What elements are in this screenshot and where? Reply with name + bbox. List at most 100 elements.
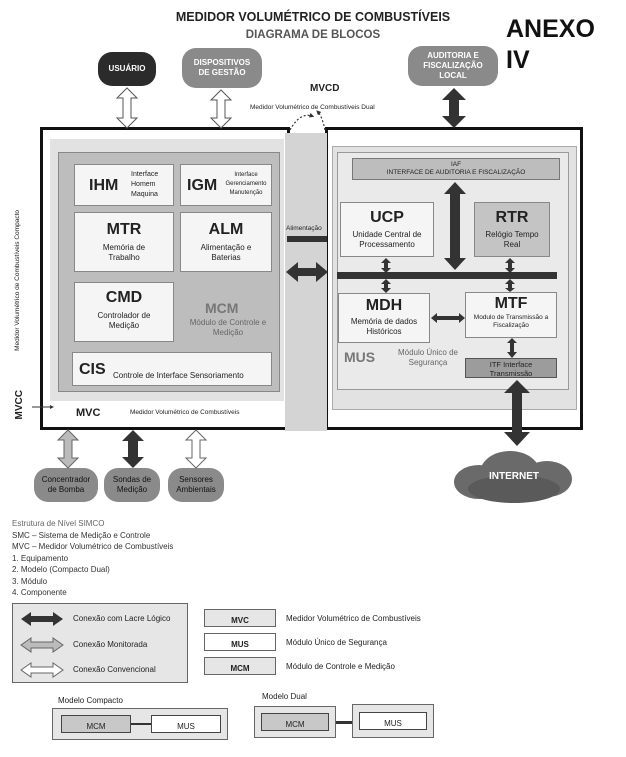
mcm-label: Módulo de Controle e Medição	[189, 318, 267, 337]
mvcd-arc-right	[316, 110, 326, 131]
mdh-desc: Memória de dados Históricos	[350, 317, 418, 336]
mcm-code: MCM	[205, 300, 239, 316]
cis-desc: Controle de Interface Sensoriamento	[113, 371, 244, 380]
legend-lacre-label: Conexão com Lacre Lógico	[73, 614, 171, 623]
mvc-label: Medidor Volumétrico de Combustíveis	[130, 409, 240, 416]
concentrador-label: Concentrador de Bomba	[41, 475, 91, 494]
iaf-code: IAF	[450, 161, 462, 168]
iaf-desc: INTERFACE DE AUDITORIA E FISCALIZAÇÃO	[386, 169, 526, 176]
ucp-bus-arrow	[381, 258, 391, 273]
auditoria-node: AUDITORIA E FISCALIZAÇÃO LOCAL	[408, 46, 498, 86]
mcm-mus-arrow	[286, 262, 328, 282]
sondas-label: Sondas de Medição	[112, 475, 152, 494]
mus-code: MUS	[344, 349, 376, 365]
annex-label: ANEXO IV	[506, 14, 595, 76]
rtr-desc: Relógio Tempo Real	[485, 230, 539, 249]
rtr-code: RTR	[495, 209, 529, 226]
internet-cloud: INTERNET	[450, 445, 578, 505]
dual-mcm-text: MCM	[285, 720, 305, 729]
auditoria-arrow	[442, 88, 466, 128]
legend-mus-code: MUS	[204, 633, 276, 651]
legend-mcm-code: MCM	[204, 657, 276, 675]
dual-mus-text: MUS	[384, 719, 402, 728]
igm-box: IGM Interface Gerenciamento Manutenção	[180, 164, 272, 206]
rtr-box: RTR Relógio Tempo Real	[474, 202, 550, 257]
mdh-box: MDH Memória de dados Históricos	[338, 293, 430, 343]
ucp-code: UCP	[370, 209, 404, 226]
mdh-mtf-arrow	[431, 313, 465, 323]
compacto-link	[131, 723, 151, 725]
annex-line2: IV	[506, 46, 530, 74]
dispositivos-label: DISPOSITIVOS DE GESTÃO	[193, 58, 251, 77]
page-subtitle: DIAGRAMA DE BLOCOS	[245, 29, 381, 41]
monitorada-arrow-icon	[20, 637, 64, 653]
structure-line: 2. Modelo (Compacto Dual)	[12, 565, 110, 574]
legend-arrow-icons	[20, 612, 64, 678]
mdh-code: MDH	[365, 297, 403, 314]
concentrador-arrow	[56, 429, 80, 469]
compacto-mcm: MCM	[61, 715, 131, 733]
mtr-desc: Memória de Trabalho	[102, 243, 146, 262]
compacto-mus: MUS	[151, 715, 221, 733]
modelo-dual-box: MCM MUS	[254, 704, 434, 740]
structure-block: Estrutura de Nível SIMCO SMC – Sistema d…	[12, 518, 173, 599]
cis-box: CIS Controle de Interface Sensoriamento	[72, 352, 272, 386]
convencional-arrow-icon	[20, 662, 64, 678]
sensores-arrow	[184, 429, 208, 469]
legend-mus-desc: Módulo Único de Segurança	[286, 638, 387, 647]
usuario-node: USUÁRIO	[98, 52, 156, 86]
bus-mtf-arrow	[505, 279, 515, 292]
modelo-compacto-title: Modelo Compacto	[58, 696, 123, 705]
mtr-code: MTR	[106, 221, 142, 238]
dual-link-band	[285, 133, 327, 431]
legend-mvc-desc: Medidor Volumétrico de Combustíveis	[286, 614, 421, 623]
alm-desc: Alimentação e Baterias	[200, 243, 252, 262]
igm-code: IGM	[187, 177, 218, 194]
structure-line: MVC – Medidor Volumétrico de Combustívei…	[12, 542, 174, 551]
mvcd-label: Medidor Volumétrico de Combustíveis Dual	[250, 104, 375, 111]
mus-bus-bar	[337, 272, 557, 279]
annex-line1: ANEXO	[506, 15, 595, 43]
alm-box: ALM Alimentação e Baterias	[180, 212, 272, 272]
cis-code: CIS	[79, 361, 106, 378]
legend-mvc-code-text: MVC	[231, 616, 249, 625]
bus-mdh-arrow	[381, 279, 391, 293]
ihm-code: IHM	[89, 177, 119, 194]
cmd-desc: Controlador de Medição	[97, 311, 151, 330]
structure-title: Estrutura de Nível SIMCO	[12, 519, 105, 528]
compacto-mus-text: MUS	[177, 722, 195, 731]
ihm-box: IHM Interface Homem Maquina	[74, 164, 174, 206]
auditoria-label: AUDITORIA E FISCALIZAÇÃO LOCAL	[423, 51, 483, 80]
legend-mvc-code: MVC	[204, 609, 276, 627]
sondas-arrow	[122, 430, 144, 468]
dispositivos-arrow	[209, 89, 233, 129]
lacre-arrow-icon	[21, 612, 63, 626]
sensores-node: Sensores Ambientais	[168, 468, 224, 502]
ucp-box: UCP Unidade Central de Processamento	[340, 202, 434, 257]
rtr-bus-arrow	[505, 258, 515, 273]
mtf-code: MTF	[494, 295, 528, 312]
itf-box: ITF Interface Transmissão	[465, 358, 557, 378]
sondas-node: Sondas de Medição	[104, 468, 160, 502]
alm-code: ALM	[208, 221, 244, 238]
dual-link	[336, 721, 352, 724]
internet-label: INTERNET	[489, 471, 539, 482]
dual-mcm-inner: MCM	[261, 713, 329, 731]
alimentacao-bar	[287, 236, 327, 242]
dual-mcm: MCM	[254, 706, 336, 738]
mvcd-code: MVCD	[310, 83, 340, 94]
dual-mus-inner: MUS	[359, 712, 427, 730]
legend-mcm-code-text: MCM	[230, 664, 250, 673]
mtf-itf-arrow	[507, 338, 517, 358]
iaf-bus-arrow	[444, 182, 466, 270]
dispositivos-node: DISPOSITIVOS DE GESTÃO	[182, 48, 262, 88]
legend-arrows-box: Conexão com Lacre Lógico Conexão Monitor…	[12, 603, 188, 683]
ucp-desc: Unidade Central de Processamento	[352, 230, 422, 249]
mtf-box: MTF Modulo de Transmissão a Fiscalização	[465, 292, 557, 338]
sensores-label: Sensores Ambientais	[176, 475, 216, 494]
page-title: MEDIDOR VOLUMÉTRICO DE COMBUSTÍVEIS	[175, 10, 451, 24]
itf-label: ITF Interface Transmissão	[489, 360, 533, 378]
mtr-box: MTR Memória de Trabalho	[74, 212, 174, 272]
mvcd-arc-left	[289, 112, 315, 131]
